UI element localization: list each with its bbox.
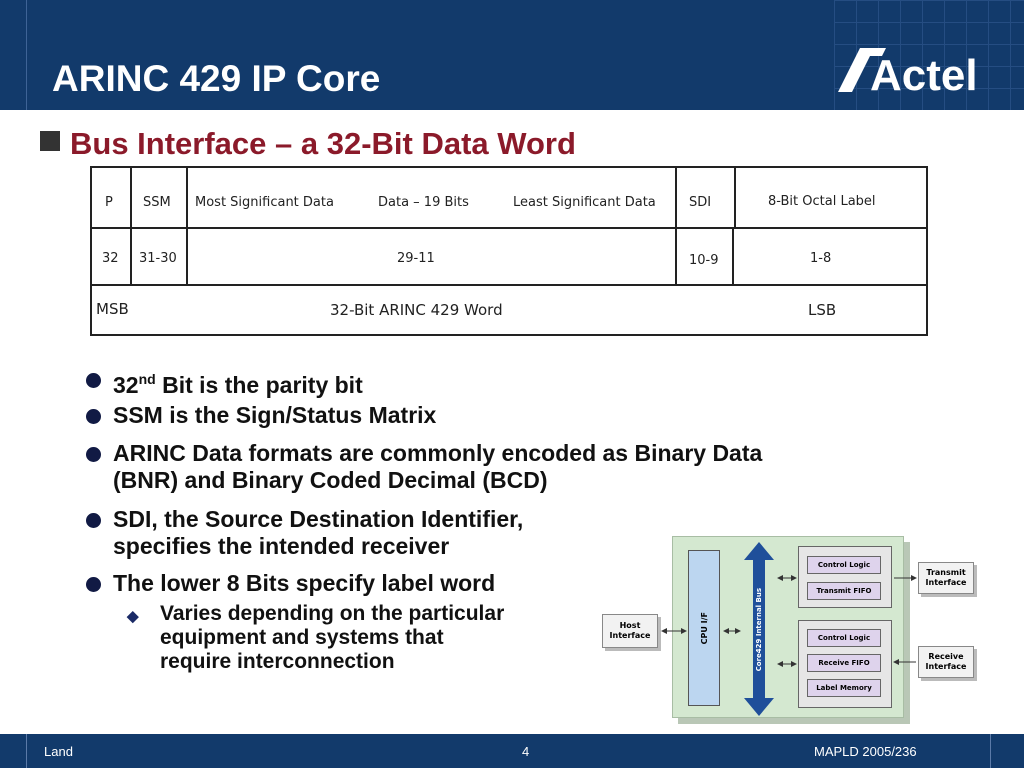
table-col-divider (186, 168, 188, 285)
bullet-ssm-text: SSM is the Sign/Status Matrix (113, 402, 437, 428)
host-interface-box: Host Interface (602, 614, 658, 648)
transmit-interface-box: Transmit Interface (918, 562, 974, 594)
header-rule (26, 0, 27, 110)
table-col-divider (734, 168, 736, 227)
cell-p-header: P (105, 195, 113, 210)
bullet-sdi-line1: SDI, the Source Destination Identifier, (113, 506, 524, 532)
bullet-dot-icon (86, 513, 101, 528)
receive-fifo-box: Receive FIFO (807, 654, 881, 672)
bullet-formats-line2: (BNR) and Binary Coded Decimal (BCD) (113, 467, 548, 493)
receive-interface-line1: Receive (928, 652, 964, 661)
bullet-dot-icon (86, 577, 101, 592)
slide-title: ARINC 429 IP Core (52, 58, 381, 99)
slide-header: ARINC 429 IP Core Actel (0, 0, 1024, 110)
footer-left: Land (44, 744, 73, 759)
cell-lsd-header: Least Significant Data (513, 195, 656, 210)
host-interface-line1: Host (619, 621, 641, 630)
table-col-divider (675, 168, 677, 285)
cpu-if-box: CPU I/F (688, 550, 720, 706)
bullet-dot-icon (86, 373, 101, 388)
slide-footer: Land 4 MAPLD 2005/236 (0, 734, 1024, 768)
cell-data-header: Data – 19 Bits (378, 195, 469, 210)
cell-data-bits: 29-11 (397, 251, 435, 266)
cell-sdi-header: SDI (689, 195, 712, 210)
actel-logo: Actel (838, 48, 978, 98)
cell-ssm-bits: 31-30 (139, 251, 177, 266)
diagram-connectors (661, 575, 917, 667)
sub-bullet-line1: Varies depending on the particular (160, 602, 505, 625)
arinc-word-table: P SSM Most Significant Data Data – 19 Bi… (90, 166, 928, 336)
section-heading: Bus Interface – a 32-Bit Data Word (40, 125, 576, 163)
internal-bus-arrow (744, 542, 774, 716)
bullet-parity-sup: nd (138, 371, 156, 387)
cell-msb: MSB (96, 300, 129, 318)
table-col-divider (130, 168, 132, 285)
diamond-bullet-icon: ◆ (127, 608, 139, 625)
footer-separator (990, 734, 991, 768)
cell-label-header: 8-Bit Octal Label (768, 194, 876, 209)
bullet-parity-text: Bit is the parity bit (155, 372, 363, 398)
rx-control-logic-box: Control Logic (807, 629, 881, 647)
tx-control-logic-box: Control Logic (807, 556, 881, 574)
cell-ssm-header: SSM (143, 195, 171, 210)
bullet-label-text: The lower 8 Bits specify label word (113, 570, 496, 596)
cell-lsb: LSB (808, 301, 837, 319)
sub-bullet-line2: equipment and systems that (160, 626, 444, 649)
bullet-dot-icon (86, 409, 101, 424)
host-interface-line2: Interface (609, 631, 651, 640)
slide-number: 4 (522, 744, 530, 759)
bullet-parity-num: 32 (113, 372, 139, 398)
transmit-fifo-box: Transmit FIFO (807, 582, 881, 600)
sub-bullet-line3: require interconnection (160, 650, 395, 673)
footer-right: MAPLD 2005/236 (814, 744, 917, 759)
cell-word-caption: 32-Bit ARINC 429 Word (330, 301, 503, 319)
table-col-divider (732, 227, 734, 285)
footer-separator (26, 734, 27, 768)
cell-label-bits: 1-8 (810, 251, 832, 266)
transmit-interface-line2: Interface (925, 578, 967, 587)
label-memory-box: Label Memory (807, 679, 881, 697)
bullet-dot-icon (86, 447, 101, 462)
square-bullet-icon (40, 131, 60, 151)
table-row-divider (92, 284, 926, 286)
core429-block-diagram: Host Interface CPU I/F Core429 Internal … (600, 536, 980, 724)
receive-interface-box: Receive Interface (918, 646, 974, 678)
transmit-interface-line1: Transmit (926, 568, 966, 577)
cell-msd-header: Most Significant Data (195, 195, 334, 210)
receive-interface-line2: Interface (925, 662, 967, 671)
logo-wordmark: Actel (870, 51, 978, 98)
table-row-divider (92, 227, 926, 229)
bullet-sdi-line2: specifies the intended receiver (113, 533, 450, 559)
section-heading-text: Bus Interface – a 32-Bit Data Word (70, 126, 576, 161)
cell-sdi-bits: 10-9 (689, 253, 719, 268)
cell-p-bits: 32 (102, 251, 119, 266)
bullet-formats-line1: ARINC Data formats are commonly encoded … (113, 440, 763, 466)
